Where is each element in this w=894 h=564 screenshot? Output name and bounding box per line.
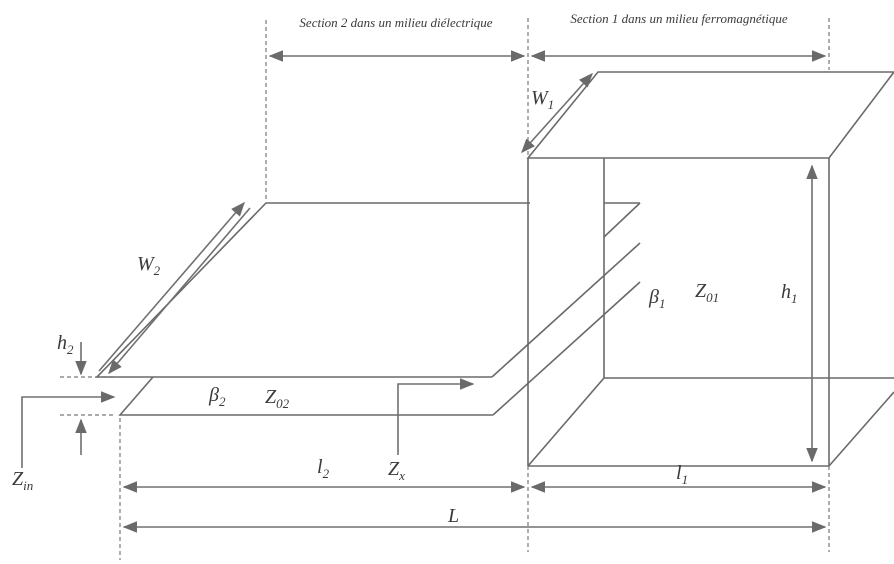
label-w2: W2 bbox=[137, 253, 161, 278]
label-z02: Z02 bbox=[265, 386, 290, 411]
section2-header: Section 2 dans un milieu diélectrique bbox=[299, 15, 492, 30]
label-beta2: β2 bbox=[208, 384, 226, 409]
label-h1: h1 bbox=[781, 281, 798, 306]
label-w1: W1 bbox=[531, 87, 554, 112]
label-zin: Zin bbox=[12, 468, 33, 493]
section1-structure bbox=[526, 71, 894, 467]
label-l1: l1 bbox=[676, 462, 688, 487]
section2-structure bbox=[95, 202, 641, 416]
section-headers: Section 2 dans un milieu diélectrique Se… bbox=[299, 11, 787, 30]
reference-lines bbox=[60, 18, 830, 560]
label-h2: h2 bbox=[57, 332, 74, 357]
label-total-length: L bbox=[447, 505, 459, 527]
dimension-arrows bbox=[21, 72, 827, 533]
label-z01: Z01 bbox=[695, 280, 719, 305]
label-l2: l2 bbox=[317, 456, 330, 481]
label-beta1: β1 bbox=[648, 286, 665, 311]
label-zx: Zx bbox=[388, 458, 405, 483]
symbol-labels: W1 W2 h2 β1 Z01 h1 β2 Z02 Zin Zx l2 bbox=[12, 87, 798, 527]
section1-header: Section 1 dans un milieu ferromagnétique bbox=[570, 11, 787, 26]
